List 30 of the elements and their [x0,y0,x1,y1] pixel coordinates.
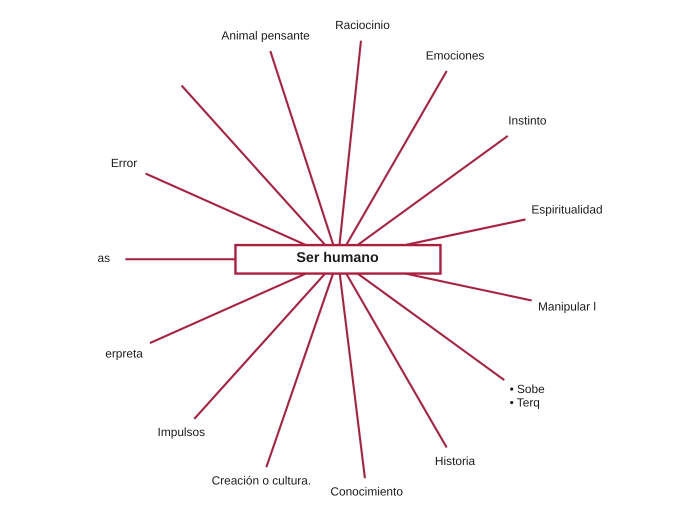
connector [356,272,504,380]
node-text: Conocimiento [330,484,402,498]
connector [264,273,334,468]
connector [149,272,306,344]
connector [268,50,334,245]
node-text: Instinto [508,112,546,127]
connector [404,272,532,301]
connector [344,70,448,246]
connector [356,134,508,246]
node-text: Historia [434,453,475,468]
connector [124,258,235,260]
node-box: Ser humano [234,243,442,274]
node-text: Manipular l [537,299,596,314]
node-text: Error [110,155,137,170]
connector [338,40,362,244]
connector [338,273,366,478]
connector [144,172,306,246]
connector [180,84,326,245]
connector [404,218,526,246]
node-text: Raciocinio [334,18,390,32]
node-text: Emociones [425,48,484,62]
node-text: Impulsos [157,424,205,439]
node-text: Animal pensante [220,28,310,42]
connector [344,272,448,448]
node-text: erpreta [104,346,142,360]
node-text: Creación o cultura. [211,472,311,487]
connector [192,272,326,420]
node-text: • Sobe • Terq [509,381,544,409]
node-text: as [97,250,110,265]
node-text: Espiritualidad [530,202,602,216]
